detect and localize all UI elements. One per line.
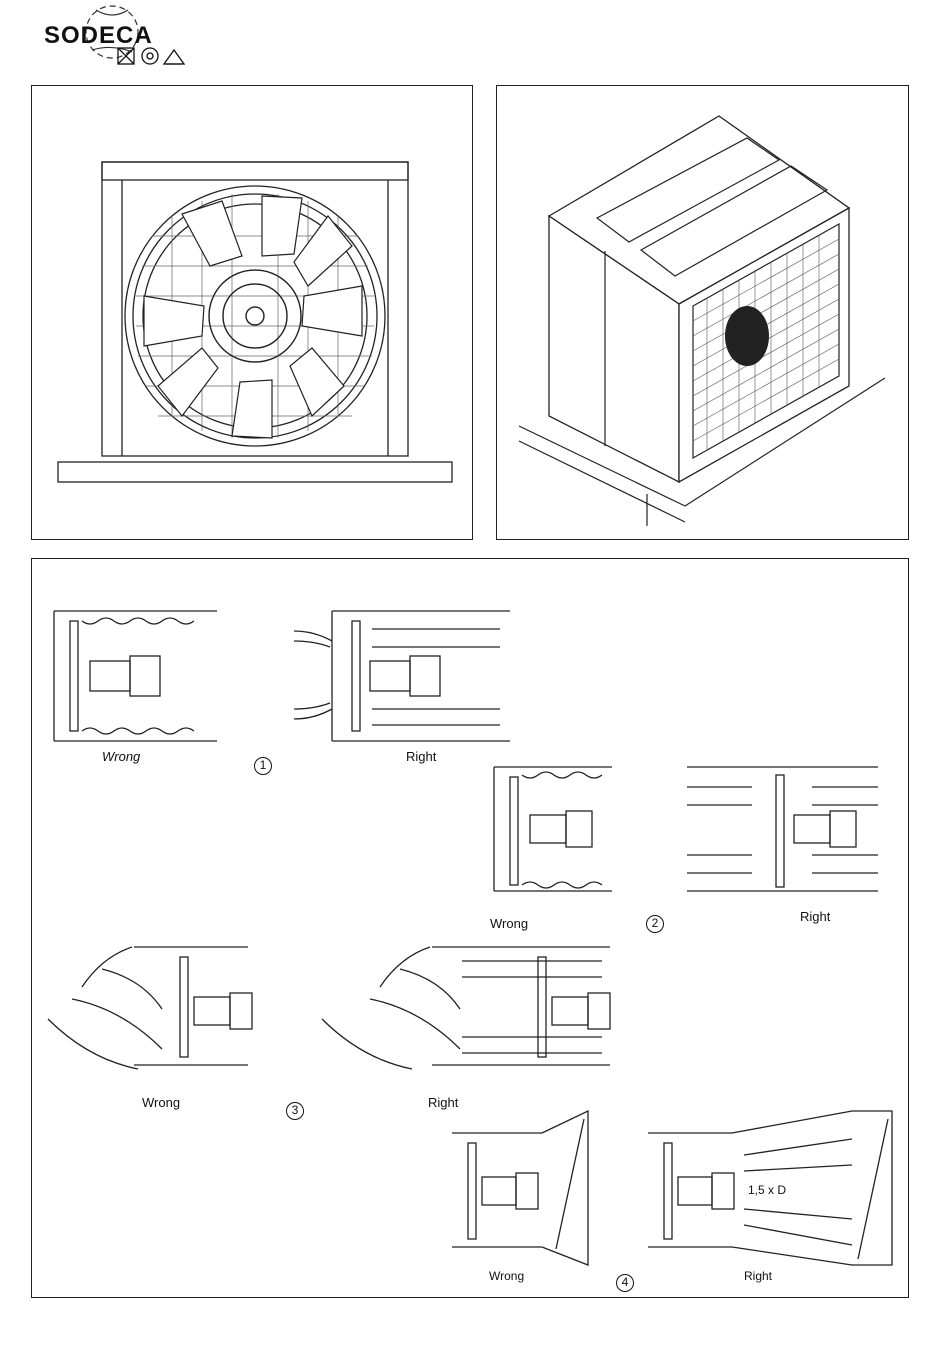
d1-number-badge: 1 <box>254 757 272 775</box>
d4-diameter-annotation: 1,5 x D <box>748 1183 786 1197</box>
brand-name: SODECA <box>44 22 153 50</box>
fan-front-view-drawing <box>32 86 474 541</box>
front-view-panel <box>31 85 473 540</box>
cabinet-isometric-drawing <box>497 86 910 541</box>
installation-diagrams-panel: Wrong 1 Right Wrong 2 Right Wrong 3 Righ… <box>31 558 909 1298</box>
d2-right-label: Right <box>800 909 830 924</box>
d4-number-badge: 4 <box>616 1274 634 1292</box>
d1-right-label: Right <box>406 749 436 764</box>
d4-right-label: Right <box>744 1269 772 1283</box>
d4-wrong-label: Wrong <box>489 1269 524 1283</box>
d3-wrong-label: Wrong <box>142 1095 180 1110</box>
d3-number-badge: 3 <box>286 1102 304 1120</box>
isometric-view-panel <box>496 85 909 540</box>
d3-right-label: Right <box>428 1095 458 1110</box>
d2-wrong-label: Wrong <box>490 916 528 931</box>
d2-number-badge: 2 <box>646 915 664 933</box>
d1-wrong-label: Wrong <box>102 749 140 764</box>
